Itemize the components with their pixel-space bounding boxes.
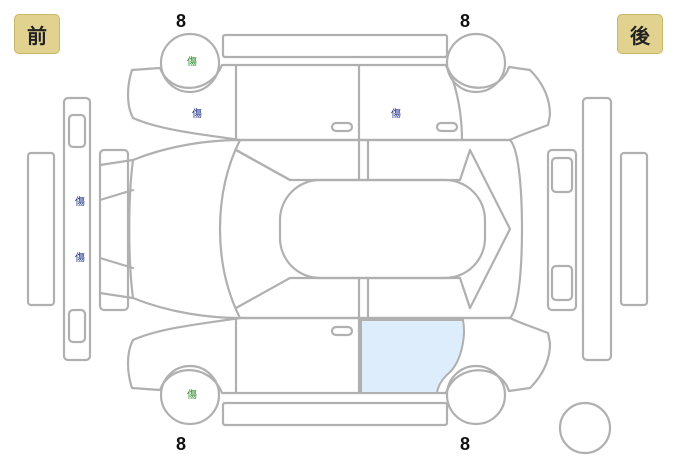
tread-front-right: 8 [175,434,186,454]
roof [278,178,487,280]
rear-right-wheel [445,364,507,426]
front-label: 前 [14,14,60,54]
rear-right-door-highlight [360,319,465,394]
rear-label: 後 [617,14,663,54]
front-grille [98,148,130,312]
damage-mark-rear-left-door: 傷 [391,109,401,120]
rear-lower-bumper [619,151,649,307]
left-rocker-panel [221,33,449,59]
rear-bumper [581,96,613,362]
left-side-profile [126,63,552,142]
damage-mark-front-left-wheel: 傷 [187,57,197,68]
spare-tire [558,401,612,455]
front-left-wheel [159,32,221,94]
top-view-body [128,138,524,320]
rear-panel [546,148,578,312]
tread-rear-right: 8 [459,434,470,454]
damage-mark-front-right-wheel: 傷 [187,390,197,401]
damage-mark-front-bumper-upper: 傷 [75,197,85,208]
right-rocker-panel [221,401,449,427]
damage-mark-front-bumper-lower: 傷 [75,253,85,264]
front-lower-bumper [26,151,56,307]
damage-mark-front-left-door: 傷 [192,109,202,120]
rear-left-wheel [445,32,507,94]
right-side-profile [126,316,552,395]
front-bumper [62,96,92,362]
front-right-wheel [159,364,221,426]
tread-front-left: 8 [175,11,186,31]
tread-rear-left: 8 [459,11,470,31]
